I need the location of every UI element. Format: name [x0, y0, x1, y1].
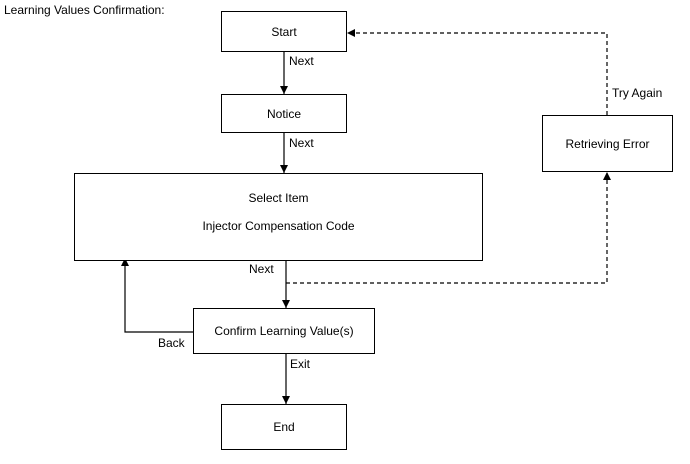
edge-label-next-1: Next [289, 54, 314, 68]
arrow-to-error [286, 172, 611, 284]
node-end: End [221, 404, 347, 450]
edge-label-try-again: Try Again [612, 86, 663, 100]
node-notice: Notice [221, 94, 347, 133]
node-retrieving-error: Retrieving Error [542, 115, 673, 172]
edge-label-exit: Exit [290, 357, 311, 371]
node-start: Start [221, 11, 347, 52]
node-select-item-line2: Injector Compensation Code [202, 219, 355, 233]
diagram-title: Learning Values Confirmation: [4, 3, 165, 17]
node-confirm: Confirm Learning Value(s) [193, 308, 375, 354]
edge-label-back: Back [158, 336, 185, 350]
node-select-item: Select Item Injector Compensation Code [74, 173, 483, 261]
arrow-back [121, 258, 193, 333]
arrow-try-again [347, 29, 608, 115]
edge-label-next-3: Next [249, 262, 274, 276]
edge-label-next-2: Next [289, 136, 314, 150]
node-select-item-line1: Select Item [248, 191, 309, 205]
